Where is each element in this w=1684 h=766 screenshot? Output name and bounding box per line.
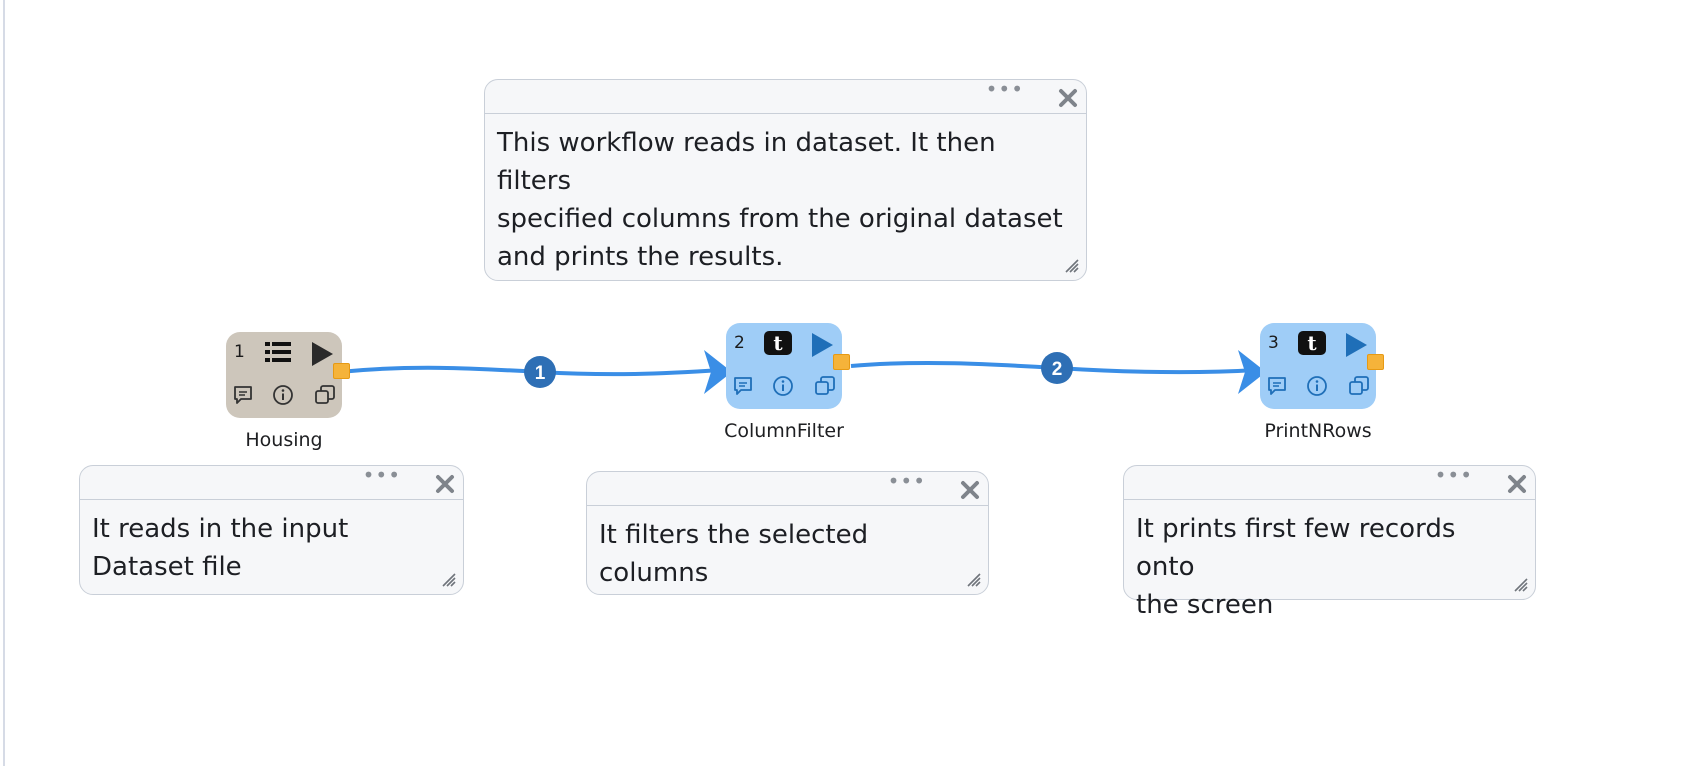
link-2-arrowhead: [1238, 350, 1266, 394]
note-header: [587, 472, 988, 506]
node-printnrows-label: PrintNRows: [1264, 420, 1372, 442]
node-number: 3: [1268, 333, 1279, 353]
close-icon[interactable]: [960, 480, 980, 500]
link-2-badge[interactable]: [1041, 352, 1073, 384]
close-icon[interactable]: [435, 474, 455, 494]
comment-icon[interactable]: [1266, 375, 1288, 397]
node-printnrows-note[interactable]: ••• It prints first few records onto the…: [1123, 463, 1536, 620]
t-icon: t: [764, 331, 792, 355]
node-housing-note[interactable]: ••• It reads in the input Dataset file: [79, 465, 464, 595]
info-icon[interactable]: [272, 384, 294, 406]
note-header: [80, 466, 463, 500]
info-icon[interactable]: [772, 375, 794, 397]
more-dots-icon[interactable]: •••: [1434, 463, 1473, 487]
output-port[interactable]: [833, 354, 850, 370]
copy-icon[interactable]: [314, 384, 336, 406]
node-columnfilter-note[interactable]: ••• It filters the selected columns: [586, 471, 989, 595]
node-printnrows[interactable]: 3 t: [1260, 323, 1384, 409]
link-1-arrowhead: [704, 350, 732, 394]
link-1-label: 1: [535, 363, 546, 384]
more-dots-icon[interactable]: •••: [362, 463, 401, 487]
more-dots-icon[interactable]: •••: [985, 77, 1024, 101]
canvas-left-border: [3, 0, 5, 766]
note-text[interactable]: It filters the selected columns: [599, 520, 869, 588]
note-header: [485, 80, 1086, 114]
note-text[interactable]: It reads in the input Dataset file: [92, 514, 349, 582]
resize-grip-icon[interactable]: [1065, 259, 1079, 273]
list-icon: [265, 342, 291, 362]
node-housing-label: Housing: [245, 429, 323, 451]
copy-icon[interactable]: [814, 375, 836, 397]
workflow-description-note[interactable]: ••• This workflow reads in dataset. It t…: [484, 79, 1087, 281]
copy-icon[interactable]: [1348, 375, 1370, 397]
play-icon[interactable]: [810, 332, 834, 358]
resize-grip-icon[interactable]: [442, 573, 456, 587]
close-icon[interactable]: [1507, 474, 1527, 494]
output-port[interactable]: [1367, 354, 1384, 370]
node-housing[interactable]: 1: [226, 332, 350, 418]
link-1-badge[interactable]: [524, 356, 556, 388]
note-header: [1124, 466, 1535, 500]
node-columnfilter[interactable]: 2 t: [726, 323, 850, 409]
resize-grip-icon[interactable]: [967, 573, 981, 587]
node-number: 2: [734, 333, 745, 353]
node-columnfilter-label: ColumnFilter: [724, 420, 844, 442]
play-icon[interactable]: [310, 341, 334, 367]
more-dots-icon[interactable]: •••: [887, 469, 926, 493]
close-icon[interactable]: [1058, 88, 1078, 108]
node-number: 1: [234, 342, 245, 362]
comment-icon[interactable]: [732, 375, 754, 397]
link-2-label: 2: [1052, 359, 1063, 380]
play-icon[interactable]: [1344, 332, 1368, 358]
comment-icon[interactable]: [232, 384, 254, 406]
info-icon[interactable]: [1306, 375, 1328, 397]
resize-grip-icon[interactable]: [1514, 578, 1528, 592]
t-icon: t: [1298, 331, 1326, 355]
note-text[interactable]: This workflow reads in dataset. It then …: [497, 128, 1063, 272]
note-text[interactable]: It prints first few records onto the scr…: [1136, 514, 1456, 620]
output-port[interactable]: [333, 363, 350, 379]
